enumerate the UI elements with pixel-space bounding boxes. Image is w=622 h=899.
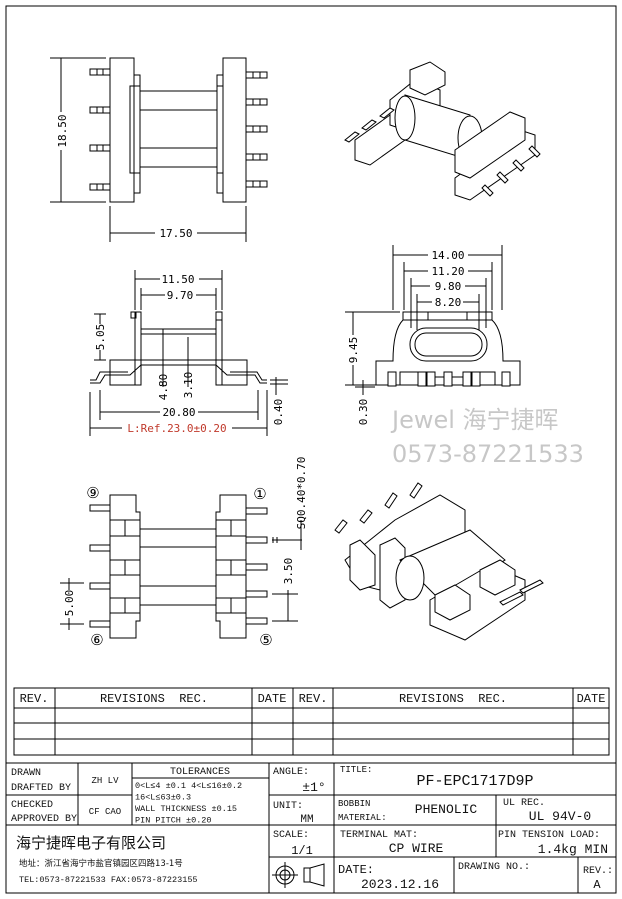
dim-pin-pitch-right: 3.50 <box>282 558 295 585</box>
isometric-view-top <box>344 61 541 201</box>
dim-side-inner: 9.70 <box>167 289 194 302</box>
scale-value: 1/1 <box>291 844 313 858</box>
projection-symbol-icon <box>272 862 325 888</box>
dim-pin-section: SQ0.40*0.70 <box>295 457 308 530</box>
rev-label: REV.: <box>583 866 613 877</box>
dim-side-core-inner: 3.10 <box>182 372 195 399</box>
bobbin-label: BOBBIN <box>338 799 370 809</box>
dim-front-w1: 14.00 <box>431 249 464 262</box>
pin-1-label: ① <box>253 485 266 503</box>
approved-by-label: APPROVED BY <box>11 814 77 825</box>
isometric-view-bottom <box>334 482 544 641</box>
revisions-table <box>13 687 610 756</box>
date-label: DATE: <box>338 863 374 877</box>
rev-header-1: REV. <box>20 692 49 706</box>
drawn-label: DRAWN <box>11 768 41 779</box>
title-value: PF-EPC1717D9P <box>416 773 533 790</box>
pin-9-label: ⑨ <box>86 484 99 502</box>
angle-label: ANGLE: <box>273 767 309 778</box>
dim-side-ref-length: L:Ref.23.0±0.20 <box>127 422 226 435</box>
top-view-pins-right <box>245 71 268 188</box>
date-value: 2023.12.16 <box>361 877 439 892</box>
pin-6-label: ⑥ <box>90 631 103 649</box>
front-view-pins <box>387 371 511 387</box>
rev-value: A <box>593 878 601 892</box>
company-address: 地址：浙江省海宁市盐官镇园区四路13-1号 <box>19 858 183 869</box>
watermark-line-1: Jewel 海宁捷晖 <box>390 406 559 434</box>
watermark: Jewel 海宁捷晖 0573-87221533 <box>390 406 584 468</box>
bottom-view-pins-left <box>89 504 111 628</box>
company-name: 海宁捷晖电子有限公司 <box>16 834 166 852</box>
watermark-line-2: 0573-87221533 <box>392 440 584 468</box>
drawing-no-label: DRAWING NO.: <box>458 862 530 873</box>
dim-front-w3: 9.80 <box>435 280 462 293</box>
material-label: MATERIAL: <box>338 813 387 823</box>
terminal-mat-label: TERMINAL MAT: <box>340 830 418 841</box>
terminal-mat-value: CP WIRE <box>389 841 444 856</box>
company-contact: TEL:0573-87221533 FAX:0573-87223155 <box>19 875 198 885</box>
drafted-by-label: DRAFTED BY <box>11 783 71 794</box>
dim-pin-pitch-left: 5.00 <box>63 590 76 617</box>
ul-rec-label: UL REC. <box>503 798 545 809</box>
title-block <box>5 762 617 894</box>
front-view <box>345 245 521 395</box>
approved-by-value: CF CAO <box>89 807 121 817</box>
bobbin-material-value: PHENOLIC <box>415 802 478 817</box>
dim-side-core-outer: 4.80 <box>157 374 170 401</box>
unit-value: MM <box>300 814 313 826</box>
ul-rec-value: UL 94V-0 <box>529 809 591 824</box>
angle-value: ±1° <box>302 780 325 795</box>
dim-side-lead-thickness: 0.40 <box>272 399 285 426</box>
drafted-by-value: ZH LV <box>91 776 119 786</box>
top-view <box>50 57 268 242</box>
tolerance-wall: WALL THICKNESS ±0.15 <box>135 804 237 814</box>
pin-tension-label: PIN TENSION LOAD: <box>498 830 600 841</box>
bottom-view-pins-right <box>245 507 268 625</box>
pin-5-label: ⑤ <box>259 631 272 649</box>
dim-front-w2: 11.20 <box>431 265 464 278</box>
top-view-pins-left <box>89 68 111 191</box>
checked-label: CHECKED <box>11 800 53 811</box>
rev-header-2: REV. <box>299 692 328 706</box>
dim-front-standoff: 0.30 <box>357 399 370 426</box>
bottom-view <box>60 494 302 639</box>
revisions-header-2: REVISIONS REC. <box>399 692 507 706</box>
date-header-2: DATE <box>577 692 606 706</box>
date-header-1: DATE <box>258 692 287 706</box>
title-label: TITLE: <box>340 765 372 775</box>
pin-tension-value: 1.4kg MIN <box>538 842 608 857</box>
scale-label: SCALE: <box>273 830 309 841</box>
tolerances-title: TOLERANCES <box>170 767 230 778</box>
tolerance-1: 0<L≤4 ±0.1 4<L≤16±0.2 <box>135 781 242 791</box>
dim-side-span: 20.80 <box>162 406 195 419</box>
unit-label: UNIT: <box>273 801 303 812</box>
dim-top-height: 18.50 <box>56 114 69 147</box>
dim-top-width: 17.50 <box>159 227 192 240</box>
dim-front-w4: 8.20 <box>435 296 462 309</box>
revisions-header-1: REVISIONS REC. <box>100 692 208 706</box>
tolerance-2: 16<L≤63±0.3 <box>135 793 191 803</box>
dim-side-outer: 11.50 <box>161 273 194 286</box>
side-view <box>89 270 288 436</box>
dim-side-flange-height: 5.05 <box>94 324 107 351</box>
tolerance-pin-pitch: PIN PITCH ±0.20 <box>135 816 212 826</box>
dim-front-height: 9.45 <box>347 337 360 364</box>
